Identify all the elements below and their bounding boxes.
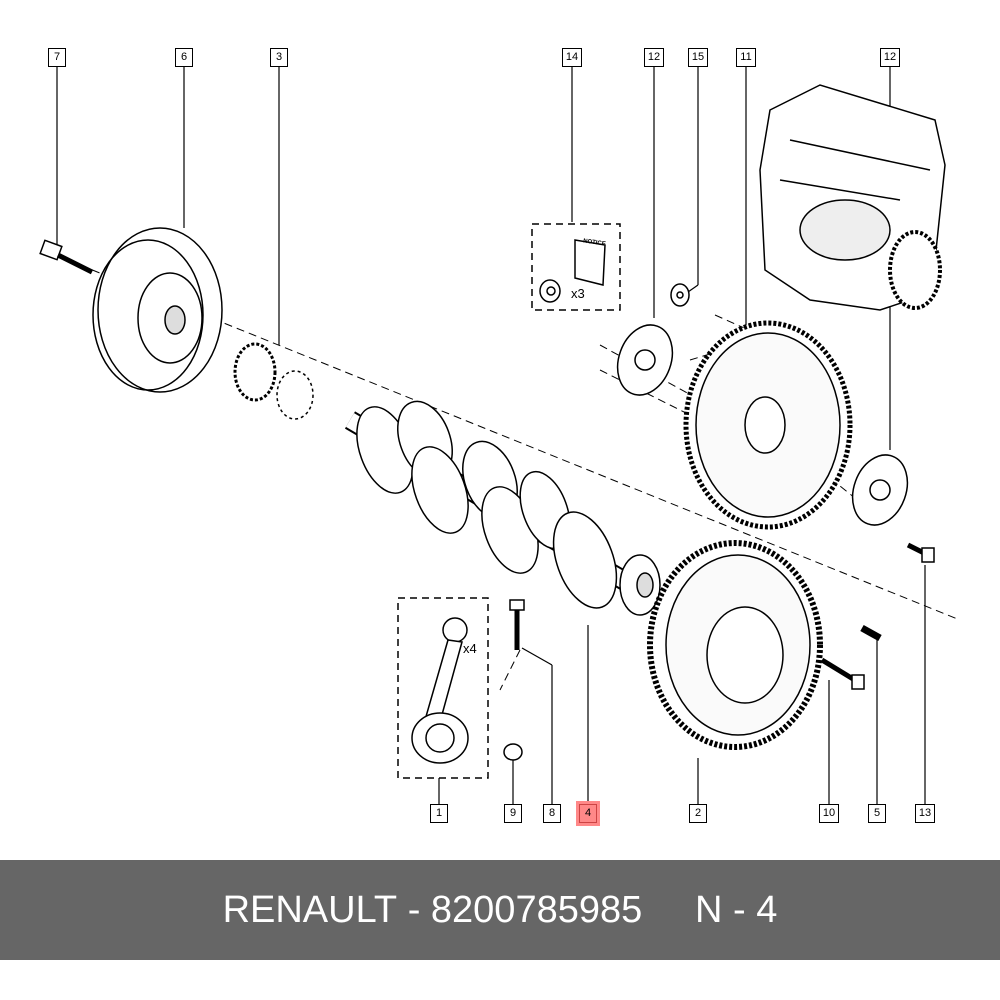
dowel-pin-5	[860, 624, 882, 642]
crankshaft-4	[344, 400, 661, 616]
callout-10[interactable]: 10	[819, 804, 839, 823]
callout-6[interactable]: 6	[175, 48, 193, 67]
rod-quantity: x4	[463, 641, 477, 656]
banner-separator: -	[407, 888, 421, 931]
callout-4-highlighted[interactable]: 4	[576, 801, 600, 826]
callout-5[interactable]: 5	[868, 804, 886, 823]
flywheel-11	[683, 320, 853, 530]
part-number: 8200785985	[430, 888, 643, 931]
callout-12-right[interactable]: 12	[880, 48, 900, 67]
callout-14[interactable]: 14	[562, 48, 582, 67]
callout-12-left[interactable]: 12	[644, 48, 664, 67]
callout-1[interactable]: 1	[430, 804, 448, 823]
timing-sprocket-3	[233, 342, 314, 420]
callout-2[interactable]: 2	[689, 804, 707, 823]
part-info-banner: RENAULT - 8200785985 N - 4	[0, 860, 1000, 960]
callout-13[interactable]: 13	[915, 804, 935, 823]
bolt-7	[39, 239, 94, 275]
callout-15[interactable]: 15	[688, 48, 708, 67]
rod-nut-9	[503, 743, 523, 761]
callout-8[interactable]: 8	[543, 804, 561, 823]
connecting-rod-box-1	[397, 597, 489, 779]
crankshaft-pulley-6	[92, 227, 223, 393]
callout-3[interactable]: 3	[270, 48, 288, 67]
connecting-rod	[411, 617, 469, 764]
nut-15	[670, 283, 690, 307]
bolt-10	[820, 657, 865, 690]
brand-name: RENAULT	[222, 888, 398, 931]
bearing-kit-box-14	[531, 223, 621, 311]
callout-11[interactable]: 11	[736, 48, 756, 67]
engine-block-illustration	[759, 84, 946, 311]
kit-quantity: x3	[571, 286, 585, 301]
flywheel-2	[647, 540, 823, 750]
rod-bolt-8	[509, 599, 525, 650]
spacer-plate-12-right	[851, 454, 909, 526]
diagram-position: N - 4	[695, 888, 778, 931]
callout-7[interactable]: 7	[48, 48, 66, 67]
spacer-plate-12-left	[616, 324, 674, 396]
exploded-parts-diagram	[39, 66, 961, 805]
callout-9[interactable]: 9	[504, 804, 522, 823]
bolt-13	[906, 542, 935, 563]
leader-lines	[56, 66, 926, 805]
bearing-kit-contents	[539, 239, 606, 303]
